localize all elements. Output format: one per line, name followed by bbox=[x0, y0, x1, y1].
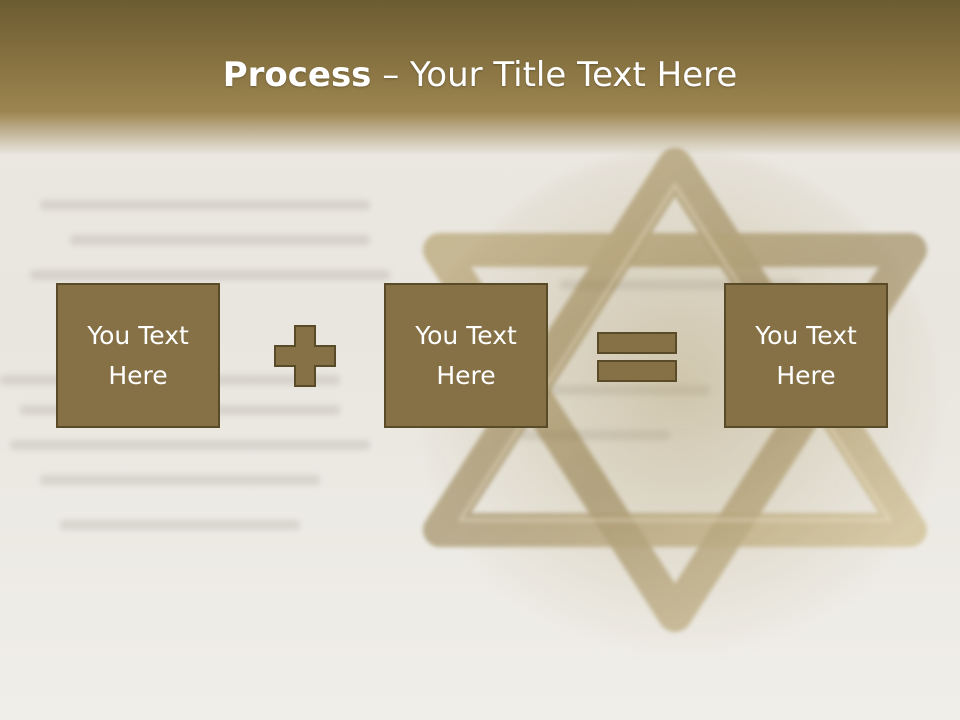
process-box-1: You Text Here bbox=[56, 283, 220, 428]
title-bar: Process – Your Title Text Here bbox=[0, 0, 960, 155]
process-box-3: You Text Here bbox=[724, 283, 888, 428]
background-text-line bbox=[520, 430, 670, 440]
process-box-2: You Text Here bbox=[384, 283, 548, 428]
background-text-line bbox=[560, 280, 800, 290]
slide-title-bold: Process bbox=[222, 55, 372, 95]
background-text-line bbox=[40, 475, 320, 485]
background-text-line bbox=[60, 520, 300, 530]
background-text-line bbox=[40, 200, 370, 210]
plus-icon bbox=[274, 325, 336, 387]
background-text-line bbox=[540, 385, 710, 395]
process-box-3-text: You Text Here bbox=[755, 320, 857, 390]
background-text-line bbox=[70, 235, 370, 245]
background-text-line bbox=[30, 270, 390, 280]
slide-title: Process – Your Title Text Here bbox=[0, 52, 960, 98]
slide-title-rest: – Your Title Text Here bbox=[371, 55, 738, 95]
process-box-1-text: You Text Here bbox=[87, 320, 189, 390]
background-text-line bbox=[10, 440, 370, 450]
process-box-2-text: You Text Here bbox=[415, 320, 517, 390]
equals-icon bbox=[597, 332, 677, 382]
